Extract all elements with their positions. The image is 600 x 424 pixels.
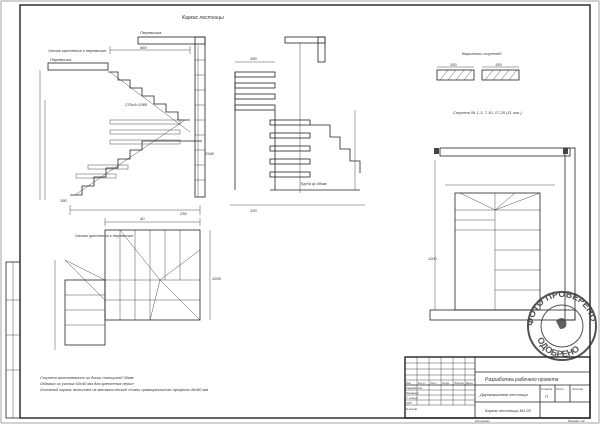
footer-format: Формат А3 (568, 419, 585, 423)
header-cell: Дата (465, 382, 473, 385)
note: Обвязка из уголка 63х40 мм для крепления… (40, 381, 134, 386)
dimension-label: 180 (250, 56, 257, 61)
stage-value: П (545, 394, 548, 399)
header-cell: Кол.уч (418, 382, 426, 385)
drawing-title: Каркас лестницы (182, 15, 224, 21)
dimension-label: 180 (60, 198, 67, 203)
label-angle-fix: Уголок крепления к перемычке (48, 48, 107, 53)
label-lintel: Перемычка (140, 30, 162, 35)
project-name: Разработка рабочего проекта (485, 377, 559, 383)
role-cell: Т. контр. (406, 396, 418, 400)
elevation-1: Перемычка Перемычка Уголок крепления к п… (39, 30, 215, 216)
binding-strip (5, 261, 21, 419)
plan-view-left: Уголок крепления к перемычке 40 1930 (54, 216, 222, 350)
inner-frame (19, 4, 591, 419)
dimension-label: 270х4=1080 (124, 102, 148, 107)
stage-header: Лист (555, 387, 564, 391)
column-mark (434, 148, 439, 154)
header-cell: Подпись (454, 382, 465, 385)
dimension-label: 150 (495, 62, 502, 67)
label-angle-fix: Уголок крепления к перемычке (75, 233, 134, 238)
footer-copied: Копировал (475, 419, 490, 423)
role-cell: ГИП (406, 401, 413, 405)
label-step-variants: Варианты ступеней (462, 51, 502, 56)
role-cell: Разработал (406, 386, 423, 390)
label-steps-note: Ступени № 1-3, 7-10, 17-20 (11 шт.) (453, 110, 522, 115)
plan-view-right: 1100 (428, 147, 576, 321)
stage-header: Листов (571, 387, 583, 391)
column-mark (563, 148, 568, 154)
approval-stamp: ФОТО ПРОВЕРЕНО ОДОБРЕНО (525, 289, 599, 361)
header-cell: № док (442, 382, 450, 385)
dimension-label: 40 (140, 216, 145, 221)
stamp-emblem (556, 318, 567, 329)
object-name: Двухмаршевая лестница (479, 392, 529, 397)
dimension-label: 330 (250, 208, 257, 213)
label-lintel: Перемычка (50, 57, 72, 62)
role-cell: Н.контр. (406, 407, 418, 411)
dimension-label: 1930 (212, 276, 222, 281)
elevation-2: Труба ф 40мм 180 330 (230, 36, 365, 213)
label-pipe: Труба ф 40мм (300, 181, 327, 186)
dimension-label: 1100 (428, 256, 437, 261)
stage-header: Стадия (541, 387, 553, 391)
note: Основной каркас выполнен из металлическо… (40, 387, 208, 392)
step-variants: Варианты ступеней 150 150 Ступени № 1-3,… (436, 51, 522, 115)
dimension-label: 2940 (204, 151, 215, 156)
notes: Ступени выполняются из доски толщиной 30… (40, 375, 208, 392)
title-block: Изм. Кол.уч Лист № док Подпись Дата Разр… (404, 356, 591, 423)
stamp-bottom-text: ОДОБРЕНО (535, 336, 581, 360)
sheet-title: Каркас лестницы М1:25 (485, 408, 531, 413)
dimension-label: 250 (179, 211, 187, 216)
role-cell: Проверил (406, 391, 419, 395)
dimension-label: 960 (140, 45, 147, 50)
dimension-label: 150 (450, 62, 457, 67)
note: Ступени выполняются из доски толщиной 30… (40, 375, 134, 380)
header-cell: Изм. (406, 382, 412, 385)
header-cell: Лист (429, 382, 436, 385)
